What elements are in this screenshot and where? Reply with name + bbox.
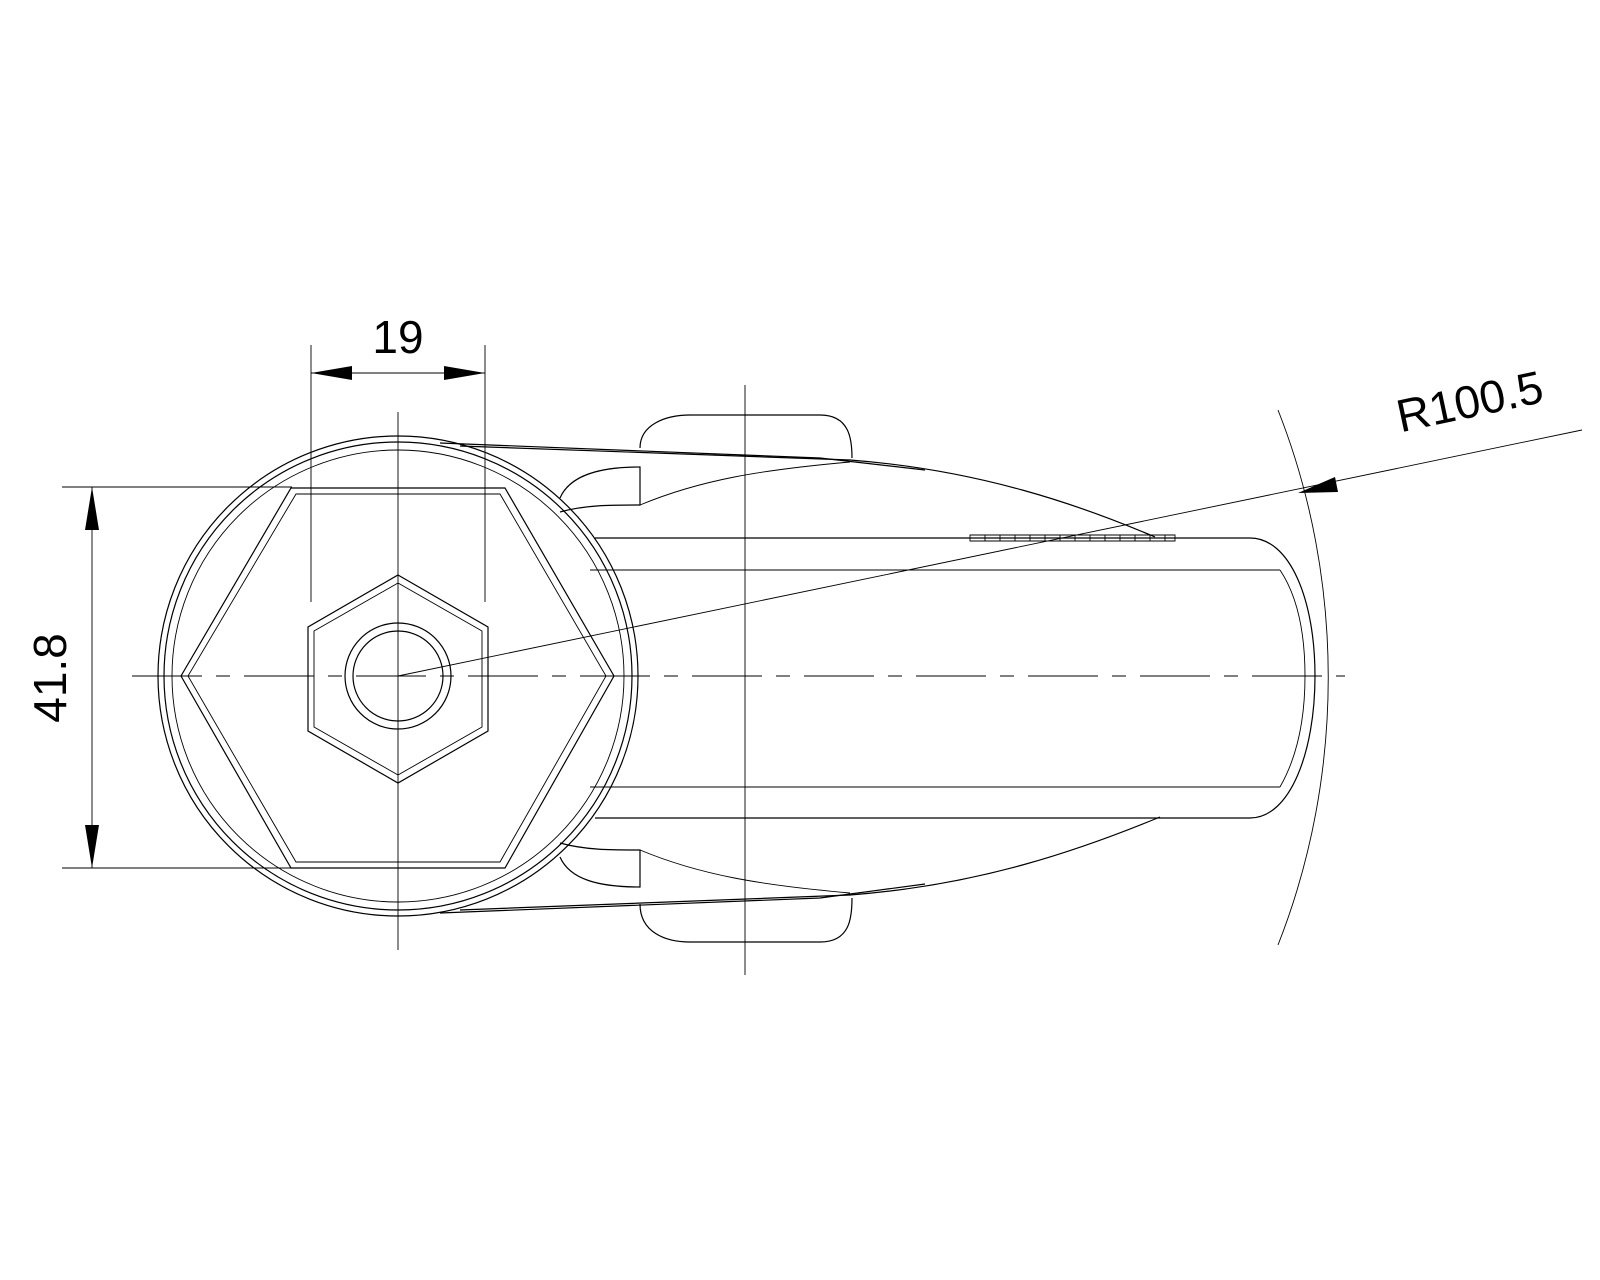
large-hexagon-inner	[187, 493, 607, 863]
handle-body	[459, 445, 1316, 911]
arrowhead-bottom	[85, 825, 99, 868]
height-dimension: 41.8	[24, 486, 292, 869]
width-dimension: 19	[310, 311, 486, 602]
upper-lug	[439, 414, 926, 513]
nut-hexagon-inner	[313, 582, 483, 776]
centerlines	[132, 385, 1345, 975]
nut-hexagon	[307, 574, 489, 784]
height-dimension-label: 41.8	[24, 633, 76, 723]
width-dimension-label: 19	[372, 311, 423, 363]
arrowhead-left	[311, 366, 352, 380]
arrowhead-right	[444, 366, 485, 380]
radius-dimension-label: R100.5	[1392, 360, 1548, 442]
lower-lug	[439, 842, 926, 943]
arrowhead-radius	[1298, 477, 1338, 493]
center-bore	[344, 622, 452, 730]
arrowhead-top	[85, 487, 99, 530]
large-hexagon	[180, 487, 615, 869]
surface-hatch	[969, 534, 1176, 542]
outer-body-circle	[157, 435, 639, 917]
